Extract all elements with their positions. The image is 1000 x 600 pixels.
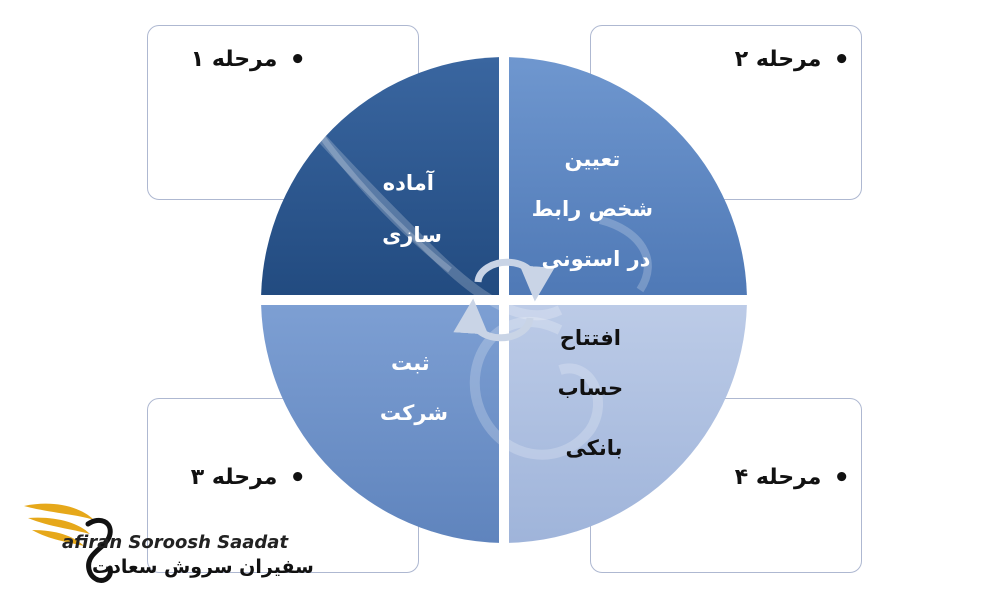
quadrant-text-line: بانکی bbox=[565, 436, 622, 460]
logo-bird-icon bbox=[24, 503, 113, 583]
stage-label-3: • مرحله ۳ bbox=[191, 463, 306, 493]
cycle-arrow-bottom bbox=[453, 298, 534, 342]
quadrant-bottom-left bbox=[261, 305, 499, 543]
quadrant-top-left bbox=[261, 57, 499, 295]
quadrant-text-line: ثبت bbox=[391, 351, 430, 375]
quadrant-top-left-text: آماده سازی bbox=[382, 170, 442, 247]
stage-label-text: مرحله ۲ bbox=[734, 47, 822, 72]
bullet-icon: • bbox=[289, 463, 306, 493]
logo-text-fa: سفیران سروش سعادت bbox=[92, 556, 314, 578]
stage-label-2: • مرحله ۲ bbox=[735, 45, 850, 75]
stage-label-text: مرحله ۴ bbox=[734, 465, 822, 490]
stage-label-text: مرحله ۱ bbox=[190, 47, 278, 72]
quadrant-text-line: تعیین bbox=[564, 147, 620, 171]
quadrant-text-line: افتتاح bbox=[560, 326, 621, 350]
quadrant-text-line: سازی bbox=[382, 223, 442, 247]
stage-label-1: • مرحله ۱ bbox=[191, 45, 306, 75]
cycle-arrow-top bbox=[474, 258, 555, 302]
quadrant-bottom-left-text: ثبت شرکت bbox=[380, 351, 448, 425]
bullet-icon: • bbox=[289, 45, 306, 75]
quadrant-bottom-right bbox=[509, 305, 747, 543]
stage-label-4: • مرحله ۴ bbox=[735, 463, 850, 493]
quadrant-bottom-right-text: افتتاح حساب بانکی bbox=[558, 326, 631, 460]
quadrant-text-line: شخص رابط bbox=[532, 197, 653, 221]
quadrant-text-line: آماده bbox=[383, 170, 435, 195]
bullet-icon: • bbox=[833, 45, 850, 75]
quadrant-top-right-text: تعیین شخص رابط در استونی bbox=[532, 147, 661, 271]
quadrant-text-line: در استونی bbox=[542, 247, 651, 271]
bullet-icon: • bbox=[833, 463, 850, 493]
stage-label-text: مرحله ۳ bbox=[190, 465, 278, 490]
quadrant-text-line: حساب bbox=[558, 376, 624, 400]
quadrant-top-right bbox=[509, 57, 747, 295]
logo-text-en: afiran Soroosh Saadat bbox=[62, 532, 289, 553]
quadrant-text-line: شرکت bbox=[380, 401, 448, 425]
